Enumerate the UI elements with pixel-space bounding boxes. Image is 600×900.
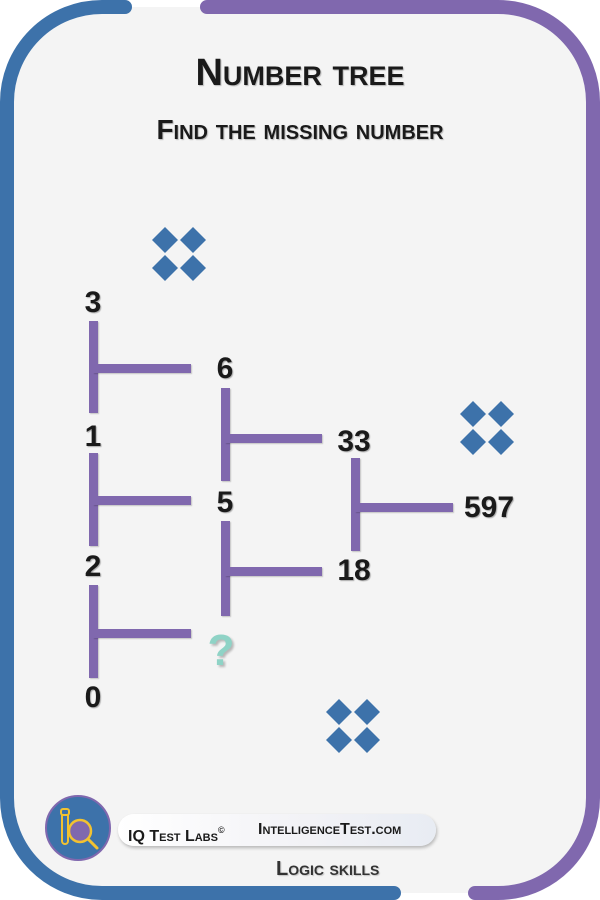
page-title: Number tree — [195, 52, 405, 94]
x-diamond-icon — [152, 227, 206, 281]
missing-number-question-mark: ? — [207, 626, 235, 675]
brand-name: IQ Test Labs© — [128, 814, 225, 846]
tree-result-number: 597 — [463, 491, 515, 524]
tree-number: 33 — [337, 425, 371, 458]
tree-number: 3 — [84, 286, 102, 319]
x-diamond-icon — [326, 699, 380, 753]
category-label: Logic skills — [276, 858, 380, 880]
tree-number: 2 — [84, 550, 102, 583]
tree-number: 5 — [216, 486, 234, 519]
tree-connector — [93, 629, 191, 638]
iq-magnifier-logo-icon — [45, 795, 111, 861]
tree-number: 0 — [84, 681, 102, 714]
copyright-symbol: © — [217, 825, 225, 835]
x-diamond-icon — [460, 401, 514, 455]
tree-number: 1 — [84, 420, 102, 453]
tree-number: 18 — [337, 554, 371, 587]
tree-number: 6 — [216, 352, 234, 385]
tree-connector — [93, 364, 191, 373]
tree-connector — [355, 503, 453, 512]
tree-connector — [225, 567, 322, 576]
page-subtitle: Find the missing number — [156, 114, 444, 145]
brand-label: IQ Test Labs — [128, 828, 218, 845]
tree-connector — [225, 434, 322, 443]
brand-banner: IQ Test Labs© IntelligenceTest.com — [118, 814, 436, 846]
website-link[interactable]: IntelligenceTest.com — [258, 821, 402, 838]
tree-connector — [93, 496, 191, 505]
